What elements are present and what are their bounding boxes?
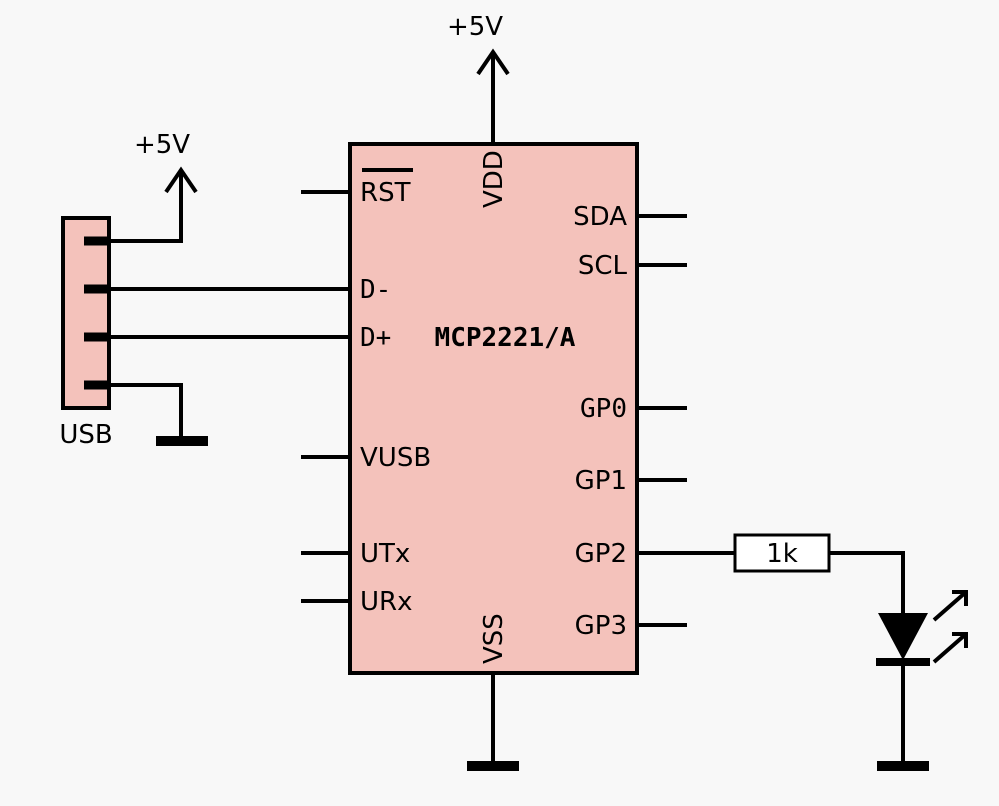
vss-ground — [467, 673, 519, 771]
usb-gnd-wire — [108, 383, 183, 438]
vdd-supply: +5V — [447, 12, 510, 144]
led-emission-arrow-icon — [932, 590, 968, 622]
usb-connector-body — [61, 216, 111, 410]
vdd-supply-label: +5V — [447, 12, 503, 42]
pin-dplus-label: D+ — [360, 323, 391, 353]
pin-utx-label: UTx — [360, 539, 410, 569]
pin-gp3-label: GP3 — [575, 611, 627, 641]
led-icon — [878, 613, 928, 660]
chip-name: MCP2221/A — [435, 323, 576, 353]
pin-gp2-label: GP2 — [575, 539, 627, 569]
pin-scl-label: SCL — [578, 251, 628, 281]
led-circuit: 1k — [637, 533, 968, 771]
vdd-supply-arrow-icon — [476, 48, 510, 144]
usb-connector: USB +5V — [59, 130, 350, 450]
pin-vss-label: VSS — [479, 613, 509, 664]
mcp2221-chip: MCP2221/A RST D- D+ VUSB UTx URx VDD VSS… — [301, 142, 687, 675]
usb-label: USB — [59, 420, 112, 450]
pin-sda-label: SDA — [573, 202, 627, 232]
pin-dminus-label: D- — [360, 275, 391, 305]
usb-pins — [84, 236, 108, 390]
usb-vbus-wire — [108, 166, 198, 243]
pin-urx-label: URx — [360, 587, 412, 617]
pin-rst-label: RST — [360, 178, 411, 208]
led-emission-arrow-icon-2 — [932, 632, 968, 664]
led-ground-icon — [877, 761, 929, 771]
usb-supply-label: +5V — [134, 130, 190, 160]
pin-gp0-label: GP0 — [580, 394, 627, 424]
pin-gp1-label: GP1 — [575, 466, 627, 496]
pin-vusb-label: VUSB — [360, 443, 431, 473]
pin-vdd-label: VDD — [479, 150, 509, 208]
usb-ground-icon — [156, 436, 208, 446]
resistor-value: 1k — [766, 539, 798, 569]
chip-body — [348, 142, 639, 675]
chip-ground-icon — [467, 761, 519, 771]
resistor-to-led-wire — [829, 551, 905, 613]
